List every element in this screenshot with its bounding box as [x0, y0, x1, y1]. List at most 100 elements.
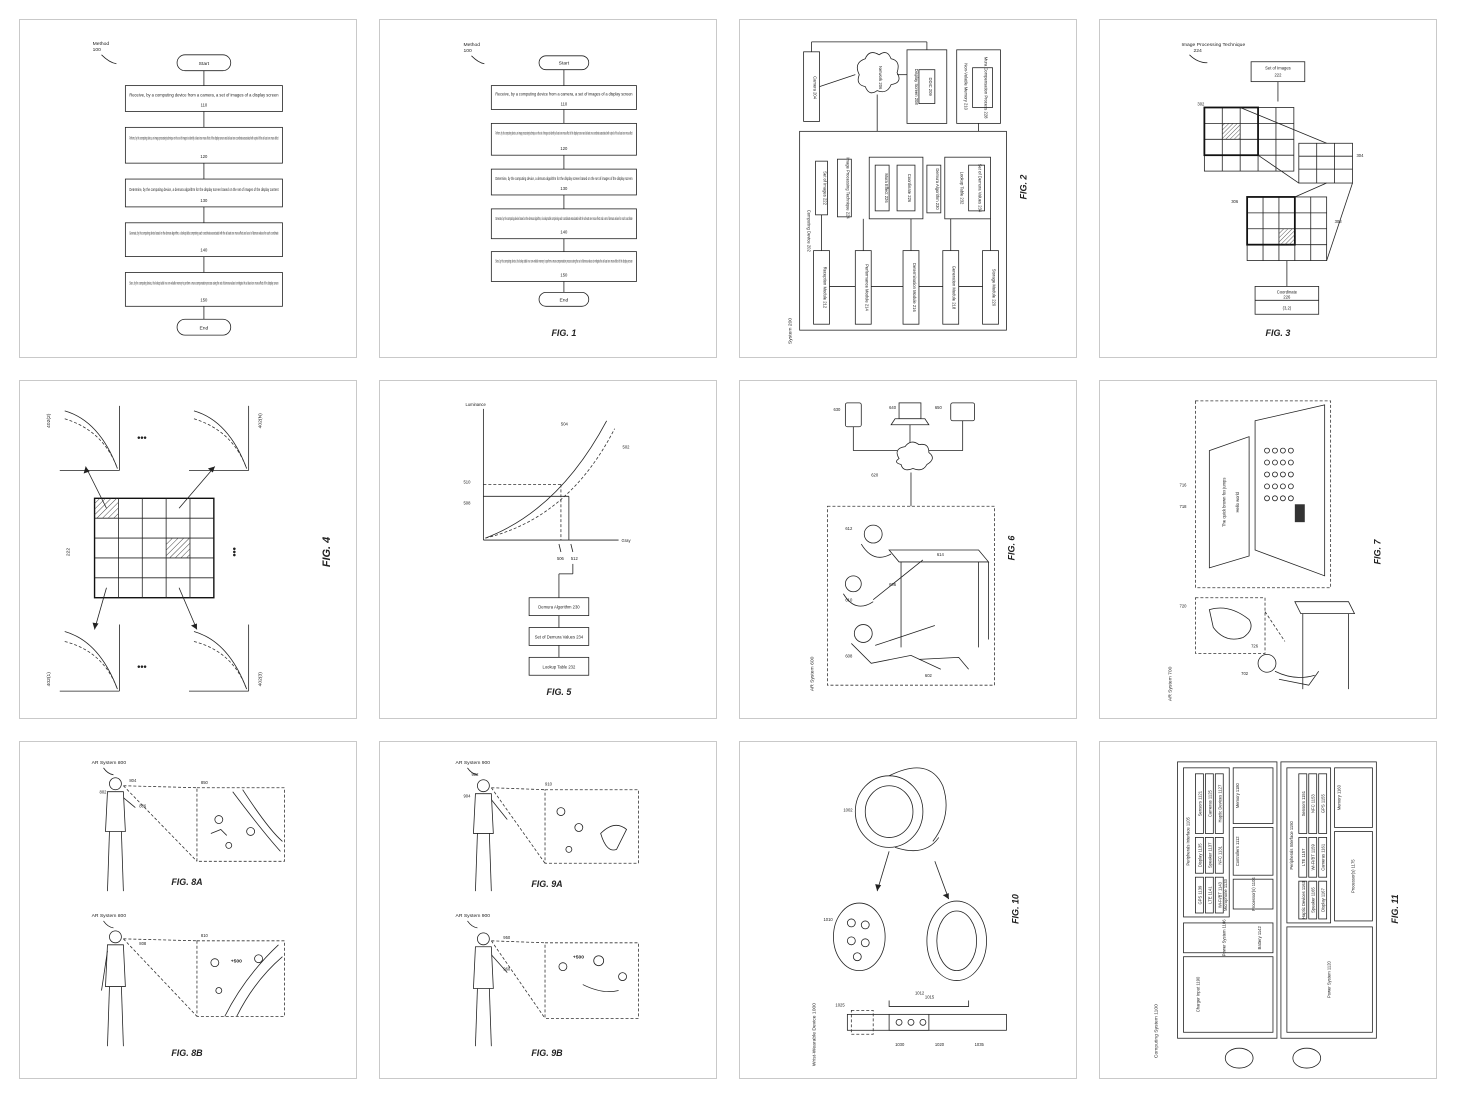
coordinate-ref: 226: [1283, 294, 1291, 299]
step-text: Generate, by the computing device based …: [129, 231, 278, 236]
ref: 726: [1251, 643, 1259, 648]
step-ref: 150: [200, 297, 208, 302]
demura-algorithm-label: Demura Algorithm 230: [935, 168, 940, 210]
patent-sheet-fig-4: 222 ••• ••• ••• 402(2) 402(N) 402(1) 402…: [19, 380, 357, 719]
start-label: Start: [199, 61, 210, 67]
memory-left-box: [1232, 767, 1274, 824]
box-label: Demura Algorithm 230: [538, 605, 580, 610]
figure-label: FIG. 3: [1266, 328, 1291, 338]
network-label: Network 206: [878, 66, 883, 90]
figure-label: FIG. 5: [547, 687, 573, 697]
ref-306: 306: [1231, 199, 1239, 204]
user-figure-drawing: [473, 932, 508, 1047]
fig-5-drawing: Luminance Gray 504 502 510 508 506 512 D…: [464, 402, 632, 697]
curve-label: 504: [561, 422, 569, 427]
curve-plot: [188, 405, 250, 471]
ref: 1020: [935, 1042, 945, 1047]
y-ref: 508: [464, 500, 472, 505]
small-grid: [1298, 142, 1353, 184]
module-label: Storage Module 220: [991, 269, 996, 307]
ref: 802: [100, 790, 108, 795]
fig-3-drawing: Image Processing Technique 224 Set of Im…: [1182, 42, 1365, 338]
curve-plot: [59, 624, 120, 692]
lookup-table-label: Lookup Table 232: [960, 172, 965, 205]
module-label: Determination Module 216: [912, 263, 917, 312]
coordinate-label: Coordinate 226: [907, 174, 912, 203]
end-label: End: [559, 297, 568, 303]
step-box: [490, 122, 637, 156]
figure-label-b: FIG. 8B: [171, 1048, 203, 1058]
module-label: Generation Module 218: [952, 266, 957, 310]
method-ref: 100: [464, 48, 473, 54]
figure-label: FIG. 4: [321, 537, 333, 567]
ref: 612: [845, 526, 853, 531]
curve-plot: [188, 624, 250, 692]
ref: 614: [937, 552, 945, 557]
end-terminal: [538, 291, 590, 307]
ref: 1025: [835, 1002, 845, 1007]
patent-sheet-fig-9: AR System 900 902 904 910 FIG. 9A AR Sys…: [379, 741, 717, 1079]
figure-label-a: FIG. 8A: [171, 877, 202, 887]
box-label: Lookup Table 232: [543, 664, 576, 669]
svg-text:Cameras 1125: Cameras 1125: [1207, 789, 1212, 817]
virtual-screen: [1208, 436, 1250, 569]
ref: 602: [925, 673, 933, 678]
method-flowchart-drawing: Method 100 Start Receive, by a computing…: [93, 41, 283, 336]
watch-drawing: [854, 767, 947, 852]
patent-sheet-fig-2: Camera 204 Network 206 Display Screen 20…: [739, 19, 1077, 358]
charger-left-box: [1183, 956, 1274, 1033]
curve-ref: 402(N): [258, 413, 264, 429]
band-drawing: [926, 900, 987, 981]
ar-scene-boundary: [827, 505, 995, 686]
curve-ref: 402(2): [46, 413, 52, 428]
step-box: [124, 178, 283, 208]
step-ref: 120: [200, 154, 208, 159]
patent-sheet-fig-10: 1002 1010 1012 1015 1020 1025 1030 1035 …: [739, 741, 1077, 1079]
system-label: AR System 800: [92, 760, 127, 766]
camera-label: Camera 204: [813, 76, 818, 100]
display-label: Display Screen 208: [914, 69, 919, 106]
ref: 808: [139, 941, 147, 946]
ref: 718: [1180, 504, 1188, 509]
ref: 910: [545, 782, 553, 787]
ellipsis: •••: [137, 433, 146, 443]
processors-label: Processor(s) 1175: [1350, 859, 1355, 893]
svg-text:Wi-Fi/BT 1159: Wi-Fi/BT 1159: [1311, 844, 1316, 871]
method-label: Method: [93, 41, 110, 47]
svg-text:NFC 1153: NFC 1153: [1311, 794, 1316, 813]
score-label: +500: [231, 959, 242, 965]
step-text: Receive, by a computing device from a ca…: [129, 93, 279, 98]
ref: 1010: [824, 917, 834, 922]
system-label: AR System 900: [456, 760, 491, 766]
power-left-box: [1183, 922, 1274, 954]
ref: 806: [139, 804, 147, 809]
ref: 850: [201, 780, 209, 785]
technique-title: Image Processing Technique: [1182, 42, 1246, 48]
step-ref: 150: [560, 272, 568, 277]
x-axis-label: Gray: [622, 538, 632, 543]
people-at-table-drawing: [843, 524, 990, 670]
peripheral-list-left: Sensors 1121 Cameras 1125 Haptic Devices…: [1195, 773, 1228, 914]
step-box: [490, 251, 637, 282]
ref: 1015: [925, 994, 935, 999]
svg-text:Cameras 1161: Cameras 1161: [1321, 843, 1326, 871]
fig-6-drawing: 630 640 650 620 612 610 614 606 602 608 …: [810, 402, 1016, 691]
svg-text:Sensors 1121: Sensors 1121: [1197, 790, 1202, 816]
y-axis-label: Luminance: [465, 402, 486, 407]
set-of-images-label: Set of Images 222: [823, 171, 828, 205]
fig-7-drawing: The quick brown fox jumps Hello world 71…: [1168, 400, 1382, 701]
ellipsis: •••: [137, 661, 146, 671]
virtual-keyboard: [1254, 404, 1326, 577]
step-text: Determine, by the computing device, a de…: [129, 187, 279, 192]
fig-2-drawing: Camera 204 Network 206 Display Screen 20…: [788, 41, 1028, 344]
x-ref: 512: [571, 556, 579, 561]
start-label: Start: [559, 61, 570, 67]
curve-502: [485, 428, 615, 539]
figure-label-a: FIG. 9A: [531, 879, 562, 889]
x-ref: 506: [557, 556, 565, 561]
svg-text:Haptic Devices 1163: Haptic Devices 1163: [1301, 880, 1306, 918]
system-label: AR System 700: [1168, 666, 1174, 701]
ref: 702: [1241, 671, 1249, 676]
step-box: [490, 168, 637, 196]
power-right-box: [1286, 926, 1373, 1033]
